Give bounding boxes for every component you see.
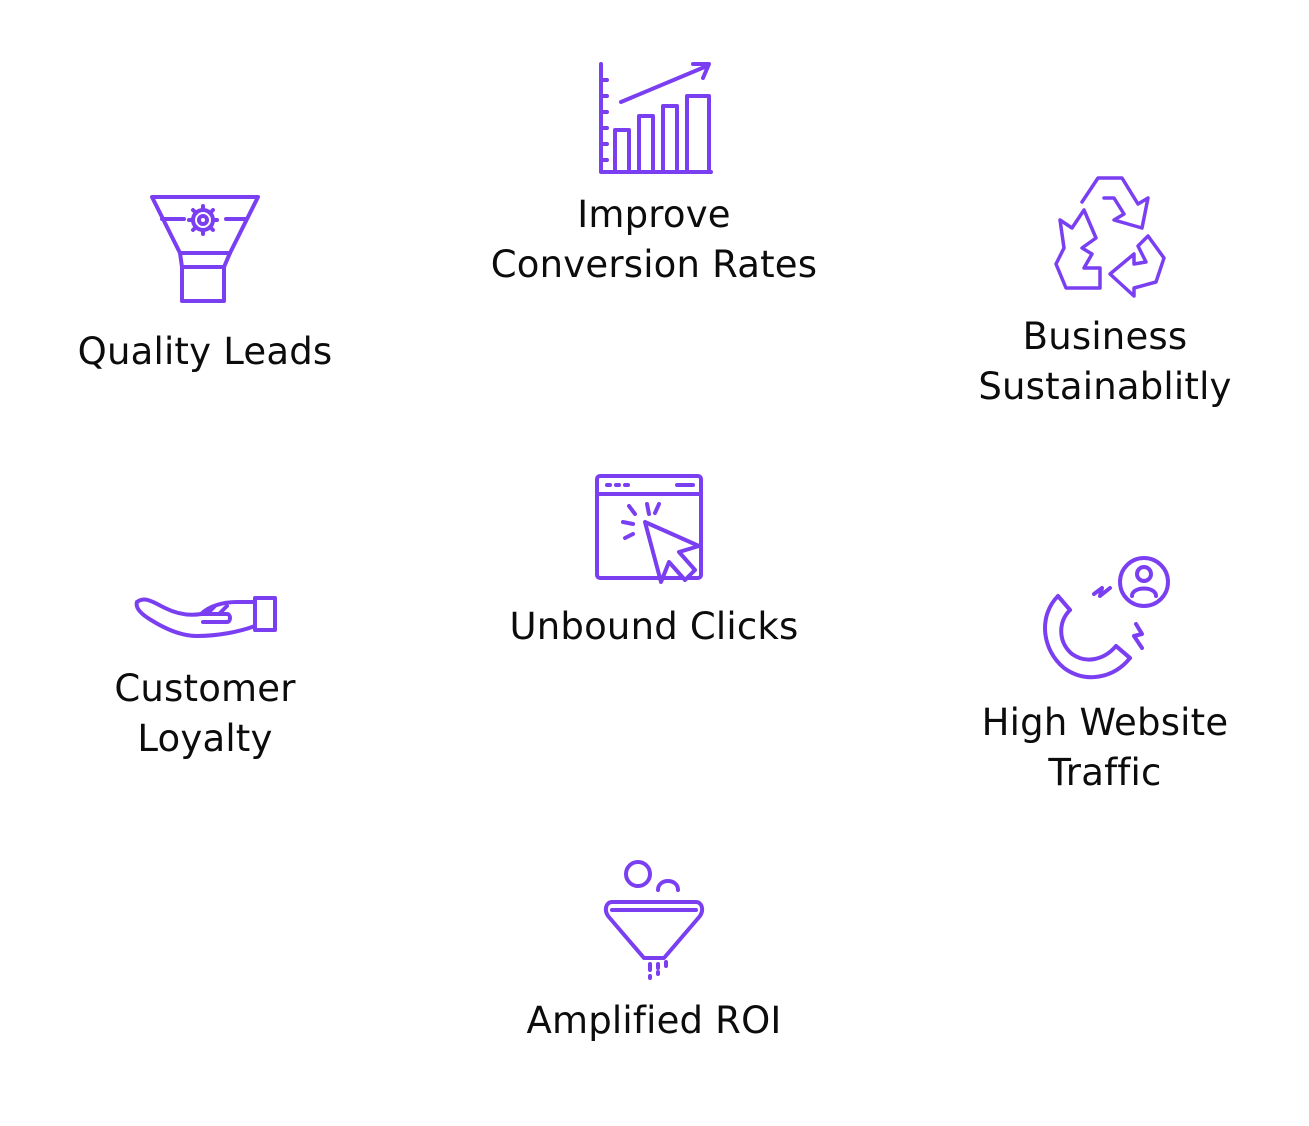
bar-chart-trend-icon [595, 60, 713, 176]
label-line: Traffic [1048, 751, 1162, 794]
benefit-business-sustainability: Business Sustainablitly [950, 172, 1260, 412]
business-sustainability-label: Business Sustainablitly [978, 312, 1231, 412]
label-line: Improve [577, 193, 731, 236]
open-hand-icon [131, 592, 279, 642]
browser-cursor-click-icon [593, 472, 715, 592]
benefit-high-website-traffic: High Website Traffic [950, 554, 1260, 798]
recycle-arrows-icon [1038, 172, 1172, 298]
benefit-quality-leads: Quality Leads [55, 193, 355, 377]
label-line: Sustainablitly [978, 365, 1232, 408]
customer-loyalty-label: Customer Loyalty [114, 664, 295, 764]
improve-conversion-label: Improve Conversion Rates [491, 190, 818, 290]
label-line: Amplified ROI [526, 999, 782, 1042]
magnet-user-icon [1038, 554, 1172, 684]
high-website-traffic-label: High Website Traffic [982, 698, 1229, 798]
label-line: Quality Leads [77, 330, 333, 373]
label-line: Conversion Rates [490, 243, 818, 286]
label-line: Business [1022, 315, 1188, 358]
funnel-people-icon [602, 858, 706, 982]
label-line: Loyalty [137, 717, 273, 760]
label-line: High Website [981, 701, 1229, 744]
benefit-customer-loyalty: Customer Loyalty [55, 592, 355, 764]
benefit-improve-conversion: Improve Conversion Rates [454, 60, 854, 290]
label-line: Customer [114, 667, 296, 710]
amplified-roi-label: Amplified ROI [526, 996, 781, 1046]
unbound-clicks-label: Unbound Clicks [509, 602, 798, 652]
benefit-unbound-clicks: Unbound Clicks [474, 472, 834, 652]
funnel-gear-icon [150, 193, 260, 305]
benefit-amplified-roi: Amplified ROI [474, 858, 834, 1046]
label-line: Unbound Clicks [509, 605, 799, 648]
quality-leads-label: Quality Leads [78, 327, 333, 377]
